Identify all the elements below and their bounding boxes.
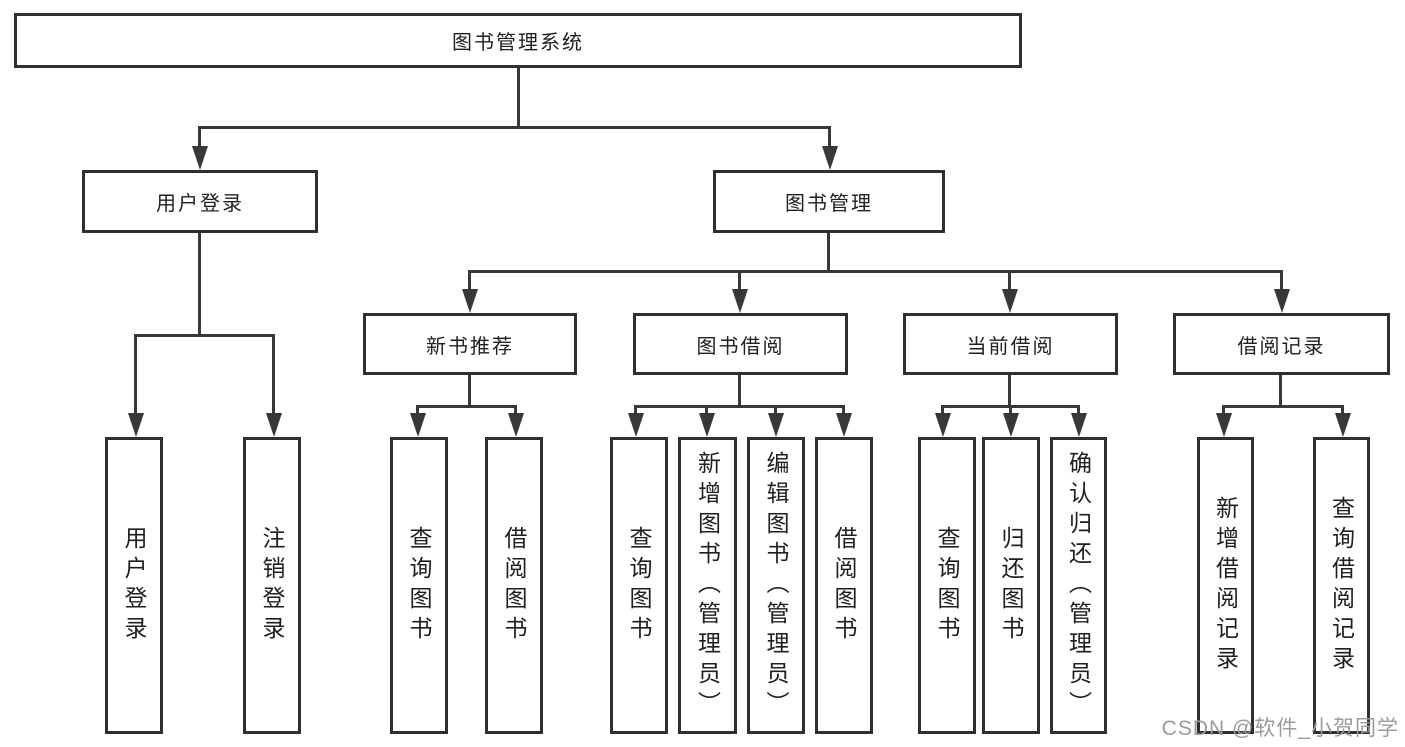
connector-book-management-stem: [827, 233, 830, 273]
connector-book-borrowing-stem: [738, 375, 741, 408]
arrowhead-query-books-1: [410, 413, 426, 437]
arrowhead-logout-leaf: [266, 413, 282, 437]
connector-drop-book-borrowing: [738, 270, 741, 291]
node-user-login-leaf: 用户登录: [105, 437, 163, 734]
arrowhead-add-borrow-record: [1216, 413, 1232, 437]
connector-current-borrowing-drop-1: [941, 405, 944, 415]
connector-new-book-rail: [416, 405, 517, 408]
connector-user-login-drop-2: [272, 334, 275, 413]
node-return-book: 归还图书: [982, 437, 1040, 734]
watermark: CSDN @软件_小贺同学: [1161, 717, 1399, 740]
arrowhead-user-login: [192, 146, 208, 170]
connector-borrowing-records-stem: [1279, 375, 1282, 408]
connector-drop-new-book: [468, 270, 471, 291]
connector-user-login-rail: [134, 334, 275, 337]
leaf-label: 新增图书（管理员）: [694, 450, 721, 721]
node-query-books-2: 查询图书: [610, 437, 668, 734]
connector-book-borrowing-rail: [634, 405, 845, 408]
leaf-label: 编辑图书（管理员）: [763, 450, 789, 721]
node-edit-book-admin: 编辑图书（管理员）: [747, 437, 805, 734]
arrowhead-confirm-return-admin: [1071, 413, 1087, 437]
arrowhead-user-login-leaf: [128, 413, 144, 437]
connector-current-borrowing-stem: [1008, 375, 1011, 408]
node-book-borrowing: 图书借阅: [633, 313, 848, 375]
leaf-label: 查询借阅记录: [1328, 495, 1355, 676]
node-add-book-admin: 新增图书（管理员）: [678, 437, 737, 734]
connector-new-book-drop-1: [416, 405, 419, 415]
connector-drop-borrowing-records: [1280, 270, 1283, 291]
arrowhead-query-borrow-record: [1335, 413, 1351, 437]
connector-root-drop-right: [828, 126, 831, 148]
node-book-management: 图书管理: [713, 170, 945, 233]
connector-user-login-stem: [198, 233, 201, 337]
node-add-borrow-record: 新增借阅记录: [1197, 437, 1254, 734]
leaf-label: 查询图书: [934, 525, 960, 646]
node-query-books-3: 查询图书: [918, 437, 976, 734]
connector-root-rail: [198, 126, 831, 129]
node-query-borrow-record: 查询借阅记录: [1313, 437, 1370, 734]
arrowhead-edit-book-admin: [768, 413, 784, 437]
leaf-label: 查询图书: [626, 525, 652, 646]
connector-current-borrowing-drop-3: [1077, 405, 1080, 415]
connector-drop-current-borrowing: [1008, 270, 1011, 291]
connector-borrowing-records-drop-1: [1222, 405, 1225, 415]
arrowhead-new-book-recommendation: [462, 289, 478, 313]
connector-book-borrowing-drop-4: [842, 405, 845, 415]
node-logout: 注销登录: [243, 437, 301, 734]
arrowhead-borrow-books-2: [836, 413, 852, 437]
connector-user-login-drop-1: [134, 334, 137, 413]
leaf-label: 注销登录: [259, 525, 285, 646]
connector-book-borrowing-drop-1: [634, 405, 637, 415]
leaf-label: 用户登录: [121, 525, 147, 646]
connector-new-book-stem: [468, 375, 471, 408]
node-query-books-1: 查询图书: [390, 437, 448, 734]
arrowhead-add-book-admin: [699, 413, 715, 437]
leaf-label: 新增借阅记录: [1212, 495, 1239, 676]
arrowhead-book-management: [822, 146, 838, 170]
node-current-borrowing: 当前借阅: [903, 313, 1118, 375]
connector-root-drop-left: [198, 126, 201, 148]
connector-book-borrowing-drop-3: [774, 405, 777, 415]
leaf-label: 归还图书: [998, 525, 1024, 646]
node-borrow-books-2: 借阅图书: [815, 437, 873, 734]
node-confirm-return-admin: 确认归还（管理员）: [1050, 437, 1107, 734]
connector-book-management-rail: [468, 270, 1283, 273]
arrowhead-return-book: [1003, 413, 1019, 437]
leaf-label: 查询图书: [406, 525, 432, 646]
node-borrowing-records: 借阅记录: [1173, 313, 1390, 375]
node-user-login: 用户登录: [82, 170, 318, 233]
leaf-label: 借阅图书: [501, 525, 527, 646]
arrowhead-book-borrowing: [732, 289, 748, 313]
leaf-label: 确认归还（管理员）: [1065, 450, 1092, 721]
arrowhead-query-books-3: [935, 413, 951, 437]
leaf-label: 借阅图书: [831, 525, 857, 646]
node-new-book-recommendation: 新书推荐: [363, 313, 577, 375]
arrowhead-borrowing-records: [1274, 289, 1290, 313]
connector-root-stem: [517, 68, 520, 129]
connector-borrowing-records-rail: [1222, 405, 1344, 408]
arrowhead-query-books-2: [628, 413, 644, 437]
connector-borrowing-records-drop-2: [1341, 405, 1344, 415]
node-borrow-books-1: 借阅图书: [485, 437, 543, 734]
connector-book-borrowing-drop-2: [705, 405, 708, 415]
arrowhead-current-borrowing: [1002, 289, 1018, 313]
arrowhead-borrow-books-1: [508, 413, 524, 437]
connector-current-borrowing-drop-2: [1009, 405, 1012, 415]
node-library-management-system: 图书管理系统: [14, 13, 1022, 68]
connector-new-book-drop-2: [514, 405, 517, 415]
